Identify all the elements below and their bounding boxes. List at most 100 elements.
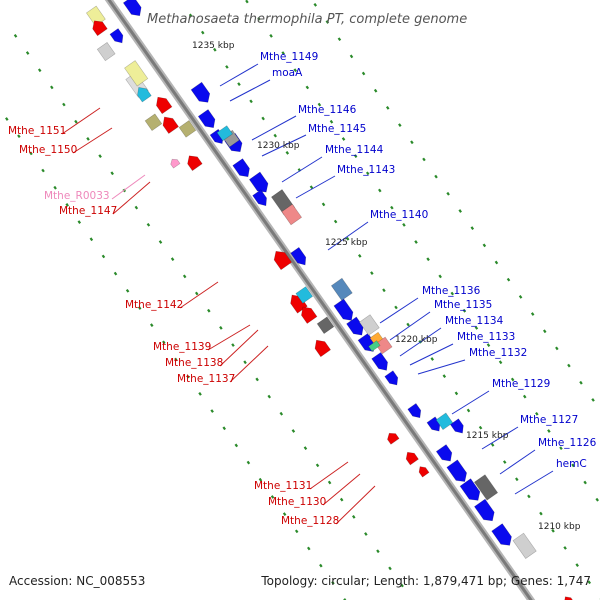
gene-label[interactable]: Mthe_1138 <box>165 357 223 369</box>
gene-feature[interactable] <box>407 403 424 420</box>
gene-feature[interactable] <box>474 498 497 524</box>
gene-feature[interactable] <box>89 17 108 37</box>
tick-mark <box>273 133 277 138</box>
gene-label[interactable]: Mthe_1136 <box>422 285 481 297</box>
gene-label[interactable]: Mthe_1150 <box>19 144 77 156</box>
leader-line <box>409 343 454 366</box>
tick-mark <box>352 514 356 519</box>
gene-feature[interactable] <box>124 60 149 87</box>
gene-label[interactable]: Mthe_1135 <box>434 299 492 311</box>
gene-label[interactable]: Mthe_1127 <box>520 414 578 426</box>
tick-mark <box>388 566 392 571</box>
tick-mark <box>321 202 326 207</box>
gene-feature[interactable] <box>316 316 335 335</box>
gene-feature[interactable] <box>109 28 126 46</box>
gene-feature[interactable] <box>144 113 163 132</box>
gene-label[interactable]: Mthe_1144 <box>325 144 384 156</box>
gene-label[interactable]: Mthe_1132 <box>469 347 527 359</box>
leader-line <box>327 221 369 251</box>
tick-mark <box>279 411 284 416</box>
gene-feature[interactable] <box>281 203 303 226</box>
gene-label[interactable]: Mthe_1130 <box>268 496 326 508</box>
tick-mark <box>110 171 114 176</box>
tick-mark <box>535 411 539 416</box>
gene-feature[interactable] <box>512 532 537 560</box>
gene-feature[interactable] <box>232 158 253 181</box>
gene-feature[interactable] <box>295 286 314 304</box>
gene-feature[interactable] <box>290 246 310 267</box>
gene-feature[interactable] <box>359 314 380 336</box>
tick-mark <box>337 37 342 42</box>
gene-feature[interactable] <box>473 474 499 501</box>
gene-feature[interactable] <box>435 412 454 431</box>
gene-label[interactable]: moaA <box>272 67 303 79</box>
gene-label[interactable]: Mthe_R0033 <box>44 190 110 202</box>
gene-feature[interactable] <box>491 523 515 549</box>
tick-mark <box>410 140 414 145</box>
gene-feature[interactable] <box>184 152 203 172</box>
gene-feature[interactable] <box>134 84 152 103</box>
gene-label[interactable]: Mthe_1137 <box>177 373 235 385</box>
gene-label[interactable]: Mthe_1133 <box>457 331 515 343</box>
gene-label[interactable]: Mthe_1151 <box>8 125 66 137</box>
gene-feature[interactable] <box>562 594 575 600</box>
gene-feature[interactable] <box>216 125 233 142</box>
gene-label[interactable]: Mthe_1139 <box>153 341 211 353</box>
gene-label[interactable]: Mthe_1129 <box>492 378 550 390</box>
tick-mark <box>591 398 595 402</box>
gene-label[interactable]: Mthe_1146 <box>298 104 357 116</box>
leader-line <box>514 470 554 495</box>
tick-mark <box>563 546 567 550</box>
gene-feature[interactable] <box>333 298 356 324</box>
tick-mark <box>434 174 438 179</box>
tick-mark <box>402 222 406 227</box>
gene-feature[interactable] <box>374 336 393 355</box>
tick-mark <box>113 271 118 276</box>
gene-feature[interactable] <box>403 449 419 466</box>
gene-feature[interactable] <box>190 81 213 106</box>
gene-feature[interactable] <box>330 277 353 301</box>
gene-feature[interactable] <box>435 444 455 465</box>
gene-label[interactable]: Mthe_1149 <box>260 51 318 63</box>
gene-feature[interactable] <box>252 189 270 209</box>
gene-feature[interactable] <box>449 418 466 436</box>
tick-mark <box>270 495 275 499</box>
tick-mark <box>5 117 9 121</box>
gene-label[interactable]: Mthe_1128 <box>281 515 339 527</box>
tick-mark <box>182 274 187 279</box>
gene-label[interactable]: Mthe_1145 <box>308 123 366 135</box>
tick-mark <box>125 288 130 293</box>
gene-feature[interactable] <box>153 94 173 115</box>
gene-label[interactable]: Mthe_1131 <box>254 480 312 492</box>
gene-feature[interactable] <box>371 352 391 373</box>
tick-mark <box>267 394 271 399</box>
gene-feature[interactable] <box>197 109 218 132</box>
gene-feature[interactable] <box>298 303 318 324</box>
gene-feature[interactable] <box>271 248 293 271</box>
tick-mark <box>188 13 193 18</box>
gene-feature[interactable] <box>446 459 470 485</box>
gene-feature[interactable] <box>459 478 483 504</box>
gene-label[interactable]: Mthe_1134 <box>445 315 504 327</box>
gene-feature[interactable] <box>169 157 181 169</box>
gene-label[interactable]: hemC <box>556 458 587 470</box>
gene-feature[interactable] <box>122 0 144 19</box>
gene-feature[interactable] <box>385 430 400 445</box>
gene-label[interactable]: Mthe_1142 <box>125 299 183 311</box>
tick-mark <box>13 33 18 38</box>
tick-mark <box>231 343 235 347</box>
gene-label[interactable]: Mthe_1126 <box>538 437 597 449</box>
tick-mark <box>258 477 263 482</box>
gene-feature[interactable] <box>178 120 197 138</box>
gene-feature[interactable] <box>160 114 179 134</box>
gene-feature[interactable] <box>96 41 116 62</box>
tick-mark <box>25 51 30 55</box>
tick-mark <box>269 34 273 38</box>
gene-label[interactable]: Mthe_1147 <box>59 205 117 217</box>
gene-feature[interactable] <box>312 337 331 358</box>
gene-feature[interactable] <box>417 464 430 478</box>
gene-feature[interactable] <box>368 340 381 352</box>
gene-label[interactable]: Mthe_1140 <box>370 209 428 221</box>
gene-feature[interactable] <box>384 370 401 388</box>
gene-label[interactable]: Mthe_1143 <box>337 164 395 176</box>
